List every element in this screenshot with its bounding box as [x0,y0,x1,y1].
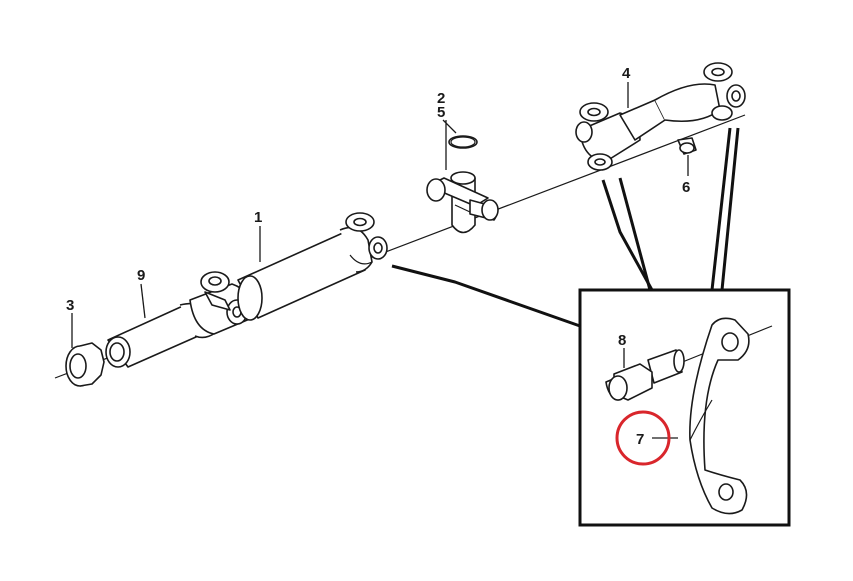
callout-7: 7 [636,431,644,448]
callout-2: 2 [437,90,445,107]
part-1-shaft-tube [237,212,388,321]
ring-5 [450,136,476,148]
detail-view-box [578,288,791,527]
detail-leader-yoke-right [618,177,652,291]
callout-8: 8 [618,332,626,349]
callout-4: 4 [622,65,631,82]
callout-6: 6 [682,179,690,196]
detail-leader-right [710,127,732,291]
detail-leader-left [391,264,581,328]
detail-leader-right-2 [720,127,740,291]
part-4-flange-yoke [575,62,746,171]
callout-1: 1 [254,209,262,226]
part-2-universal-joint-cross [426,135,499,234]
part-7-strap [689,317,750,515]
part-3-nut [65,342,105,387]
leader-9 [140,283,146,319]
callout-9: 9 [137,267,145,284]
highlight-circle-part-7 [615,410,671,466]
callout-3: 3 [66,297,74,314]
callout-5: 5 [437,104,445,121]
part-6-grease-fitting [677,137,697,155]
part-8-bolt [605,325,773,401]
leader-2-5 [442,119,457,170]
detail-leader-yoke-left [601,179,654,291]
